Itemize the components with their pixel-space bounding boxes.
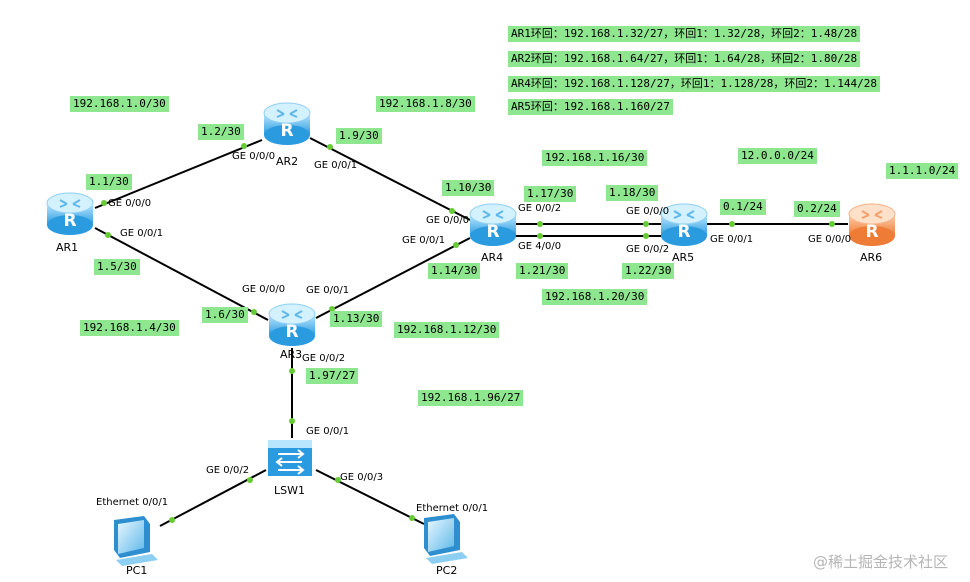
device-label-pc2: PC2 — [436, 564, 458, 577]
address-label: 1.22/30 — [622, 263, 675, 279]
address-label: 1.97/27 — [306, 368, 359, 384]
port-label: GE 0/0/1 — [306, 426, 350, 437]
network-label: 12.0.0.0/24 — [738, 148, 817, 164]
router-icon[interactable] — [268, 303, 316, 347]
port-dot — [453, 242, 459, 248]
pc-icon[interactable] — [424, 514, 468, 564]
port-dots — [101, 143, 835, 523]
port-label: GE 0/0/3 — [340, 472, 384, 483]
port-label: GE 0/0/0 — [108, 198, 152, 209]
network-label: 192.168.1.96/27 — [418, 390, 524, 406]
port-label: GE 0/0/0 — [626, 206, 670, 217]
network-label: 192.168.1.0/30 — [70, 96, 169, 112]
port-label: GE 0/0/2 — [626, 244, 670, 255]
address-label: 1.9/30 — [336, 128, 382, 144]
port-dot — [643, 233, 649, 239]
address-label: 1.5/30 — [94, 259, 140, 275]
device-label-ar4: AR4 — [481, 251, 504, 264]
address-label: 1.21/30 — [516, 263, 569, 279]
loopback-note: AR4环回：192.168.1.128/27，环回1：1.128/28，环回2：… — [508, 76, 881, 92]
link-lsw1-pc2[interactable] — [315, 469, 425, 525]
device-label-ar3: AR3 — [280, 348, 303, 361]
address-label: 0.1/24 — [720, 199, 766, 215]
port-label: GE 0/0/1 — [120, 228, 164, 239]
port-dot — [537, 221, 543, 227]
port-label: GE 0/0/1 — [710, 234, 754, 245]
port-dot — [101, 200, 107, 206]
address-label: 1.10/30 — [442, 180, 495, 196]
port-label: Ethernet 0/0/1 — [96, 497, 169, 508]
network-label: 192.168.1.16/30 — [542, 150, 648, 166]
port-label: GE 0/0/2 — [206, 465, 250, 476]
port-label: GE 4/0/0 — [518, 241, 562, 252]
loopback-note: AR1环回：192.168.1.32/27，环回1：1.32/28，环回2：1.… — [508, 26, 861, 42]
port-label: GE 0/0/2 — [302, 353, 346, 364]
port-label: Ethernet 0/0/1 — [416, 503, 489, 514]
device-label-lsw1: LSW1 — [274, 484, 305, 497]
port-dot — [251, 309, 257, 315]
watermark: @稀土掘金技术社区 — [812, 553, 948, 571]
port-label: GE 0/0/0 — [232, 151, 276, 162]
router-icon[interactable] — [46, 192, 94, 236]
link-ar1-ar3[interactable] — [94, 227, 269, 321]
port-dot — [105, 232, 111, 238]
router-icon[interactable] — [263, 102, 311, 146]
port-dot — [729, 221, 735, 227]
port-label: GE 0/0/0 — [242, 284, 286, 295]
port-dot — [241, 143, 247, 149]
port-label: GE 0/0/0 — [426, 215, 470, 226]
device-label-ar2: AR2 — [276, 155, 299, 168]
port-dot — [289, 368, 295, 374]
router-icon[interactable] — [469, 203, 517, 247]
network-label: 192.168.1.20/30 — [542, 289, 648, 305]
port-label: GE 0/0/1 — [306, 285, 350, 296]
network-label: 192.168.1.12/30 — [394, 322, 500, 338]
port-label: GE 0/0/0 — [808, 234, 852, 245]
loopback-note: AR5环回：192.168.1.160/27 — [508, 99, 673, 115]
port-dot — [169, 517, 175, 523]
address-label: 1.18/30 — [606, 185, 659, 201]
port-dot — [409, 515, 415, 521]
device-label-ar5: AR5 — [672, 251, 695, 264]
network-label: 1.1.1.0/24 — [886, 163, 959, 179]
port-dot — [329, 306, 335, 312]
port-dot — [289, 418, 295, 424]
port-dot — [247, 477, 253, 483]
router-icon[interactable] — [848, 203, 896, 247]
device-label-pc1: PC1 — [126, 564, 148, 577]
port-label: GE 0/0/1 — [402, 235, 446, 246]
address-label: 1.2/30 — [198, 124, 244, 140]
port-label: GE 0/0/1 — [314, 160, 358, 171]
port-dot — [537, 233, 543, 239]
address-label: 0.2/24 — [794, 201, 840, 217]
port-label: GE 0/0/2 — [518, 203, 562, 214]
device-label-ar6: AR6 — [860, 251, 883, 264]
address-label: 1.17/30 — [524, 186, 577, 202]
port-dot — [829, 221, 835, 227]
address-label: 1.1/30 — [86, 174, 132, 190]
port-dot — [327, 144, 333, 150]
address-label: 1.6/30 — [202, 307, 248, 323]
address-label: 1.13/30 — [330, 311, 383, 327]
link-ar3-ar4[interactable] — [315, 237, 471, 319]
port-dot — [449, 208, 455, 214]
link-ar2-ar4[interactable] — [309, 137, 471, 221]
network-label: 192.168.1.4/30 — [80, 320, 179, 336]
port-dot — [643, 221, 649, 227]
device-label-ar1: AR1 — [56, 241, 79, 254]
port-dot — [335, 477, 341, 483]
pc-icon[interactable] — [114, 516, 158, 566]
address-label: 1.14/30 — [428, 263, 481, 279]
link-ar1-ar2[interactable] — [94, 139, 263, 209]
network-label: 192.168.1.8/30 — [376, 96, 475, 112]
loopback-note: AR2环回：192.168.1.64/27，环回1：1.64/28，环回2：1.… — [508, 51, 861, 67]
switch-icon[interactable] — [268, 440, 312, 476]
